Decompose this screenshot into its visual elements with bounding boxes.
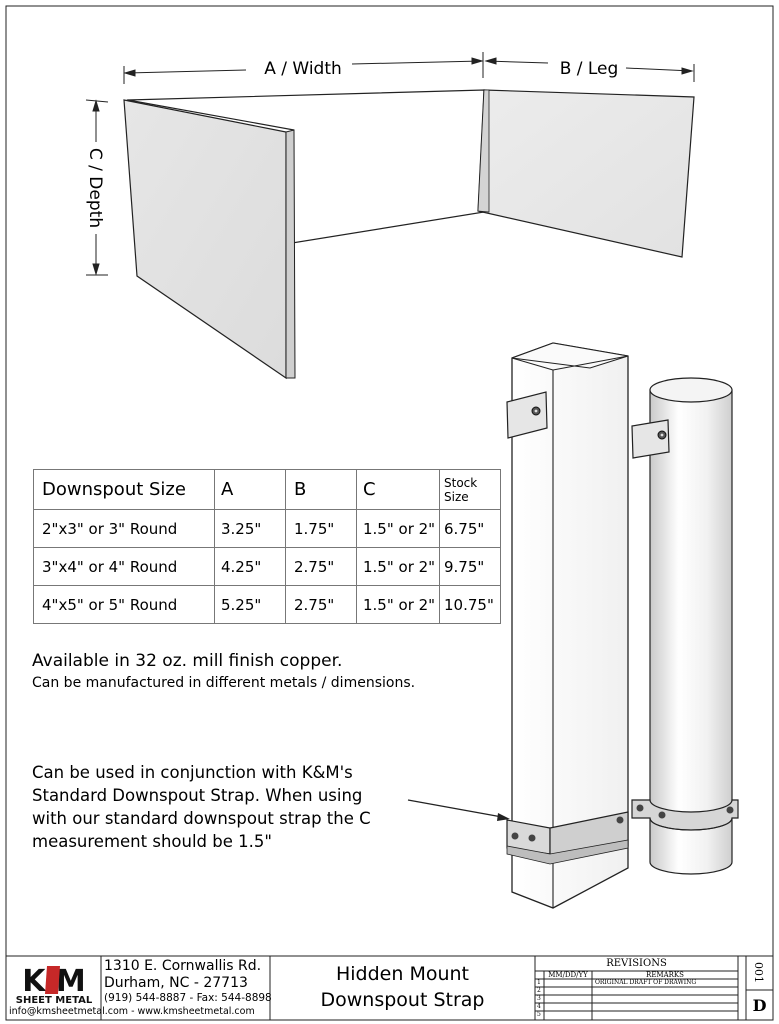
round-downspout: [649, 377, 733, 875]
table-cell: 4"x5" or 5" Round: [33, 585, 215, 624]
title-block-frame: [5, 955, 774, 1021]
rev-col-remarks: REMARKS: [646, 971, 684, 979]
spec-table: Downspout Size A B C Stock Size 2"x3" or…: [33, 469, 501, 624]
usage-note-line: Can be used in conjunction with K&M's: [32, 763, 353, 782]
header-c: C: [356, 469, 440, 510]
header-downspout-size: Downspout Size: [33, 469, 215, 510]
table-row: 4"x5" or 5" Round 5.25" 2.75" 1.5" or 2"…: [33, 585, 501, 624]
strap-left-panel: [123, 99, 287, 380]
table-cell: 5.25": [214, 585, 286, 624]
dimension-lines: [85, 52, 695, 276]
round-lower-strap: [631, 799, 739, 831]
address-line1: 1310 E. Cornwallis Rd.: [104, 958, 262, 974]
header-a: A: [214, 469, 286, 510]
sheet-number: 001: [752, 962, 765, 983]
table-row: 2"x3" or 3" Round 3.25" 1.75" 1.5" or 2"…: [33, 509, 501, 548]
phone-line: (919) 544-8887 - Fax: 544-8898: [104, 992, 272, 1004]
usage-note-line: measurement should be 1.5": [32, 832, 272, 851]
table-cell: 1.5" or 2": [356, 509, 440, 548]
drawing-title-line2: Downspout Strap: [320, 989, 485, 1011]
table-cell: 3.25": [214, 509, 286, 548]
table-cell: 3"x4" or 4" Round: [33, 547, 215, 586]
table-row: 3"x4" or 4" Round 4.25" 2.75" 1.5" or 2"…: [33, 547, 501, 586]
rev-first-remark: ORIGINAL DRAFT OF DRAWING: [595, 979, 697, 986]
table-cell: 2.75": [285, 585, 357, 624]
table-cell: 9.75": [439, 547, 501, 586]
rev-col-date: MM/DD/YY: [548, 971, 588, 979]
table-header-row: Downspout Size A B C Stock Size: [33, 469, 501, 510]
table-cell: 4.25": [214, 547, 286, 586]
table-cell: 2"x3" or 3" Round: [33, 509, 215, 548]
revisions-heading: REVISIONS: [606, 958, 667, 969]
usage-note-line: Standard Downspout Strap. When using: [32, 786, 363, 805]
strap-3d-view: [123, 89, 695, 380]
square-lower-strap: [506, 811, 629, 865]
table-cell: 6.75": [439, 509, 501, 548]
square-downspout: [511, 342, 629, 909]
table-cell: 2.75": [285, 547, 357, 586]
strap-right-leg: [477, 89, 695, 258]
square-upper-strap: [506, 391, 548, 439]
table-cell: 1.75": [285, 509, 357, 548]
rev-number: 4: [537, 1003, 541, 1010]
strap-right-leg-edge: [477, 89, 490, 213]
table-cell: 1.5" or 2": [356, 585, 440, 624]
rev-number: 1: [537, 979, 541, 986]
rev-number: 2: [537, 987, 541, 994]
usage-note-line: with our standard downspout strap the C: [32, 809, 371, 828]
table-cell: 10.75": [439, 585, 501, 624]
header-b: B: [285, 469, 357, 510]
leg-label: B / Leg: [560, 59, 619, 79]
address-line2: Durham, NC - 27713: [104, 975, 248, 991]
round-upper-strap: [631, 419, 670, 459]
header-stock-size: Stock Size: [439, 469, 501, 510]
leader-arrow: [407, 799, 510, 821]
rev-number: 5: [537, 1011, 541, 1018]
strap-left-panel-edge: [285, 129, 296, 379]
km-logo: K M SHEET METAL: [10, 959, 98, 1006]
drawing-title-line1: Hidden Mount: [335, 963, 469, 985]
material-note: Available in 32 oz. mill finish copper.: [32, 651, 343, 671]
web-line: info@kmsheetmetal.com - www.kmsheetmetal…: [9, 1006, 255, 1017]
sheet-letter: D: [752, 996, 767, 1015]
table-cell: 1.5" or 2": [356, 547, 440, 586]
logo-subtext: SHEET METAL: [16, 995, 93, 1006]
material-subnote: Can be manufactured in different metals …: [32, 675, 416, 691]
rev-number: 3: [537, 995, 541, 1002]
width-label: A / Width: [264, 59, 342, 79]
depth-label: C / Depth: [85, 148, 105, 228]
